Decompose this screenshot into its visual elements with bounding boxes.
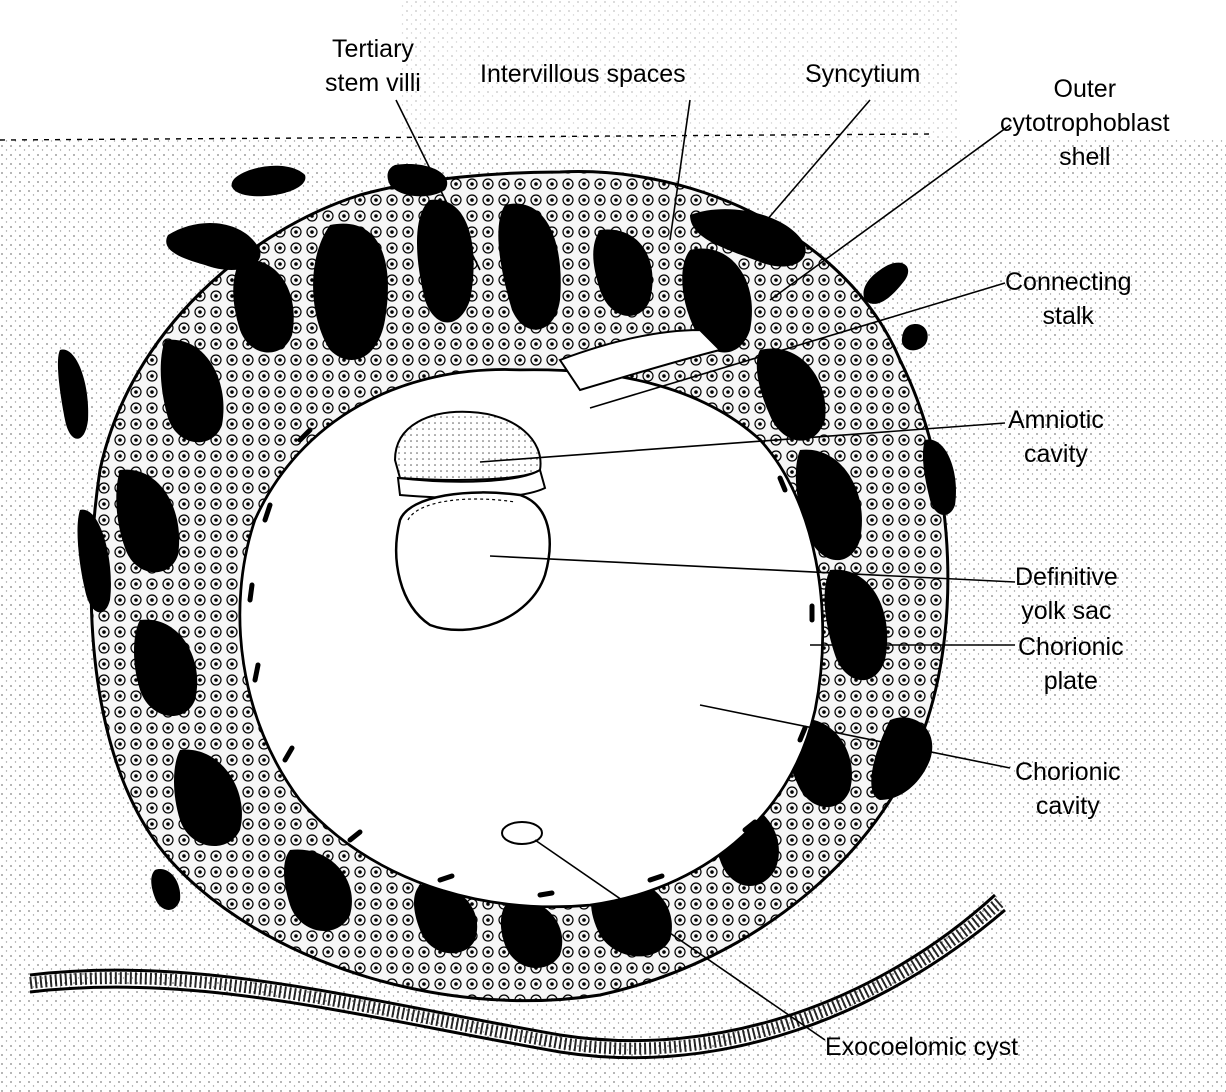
uterine-epithelium xyxy=(29,893,1006,1060)
label-tertiary-stem-villi: Tertiary stem villi xyxy=(325,35,421,97)
label-outer-cytotrophoblast-shell: Outer cytotrophoblast shell xyxy=(1000,75,1170,171)
label-chorionic-cavity: Chorionic cavity xyxy=(1015,758,1121,820)
chorionic-cavity xyxy=(238,368,824,908)
label-exocoelomic-cyst: Exocoelomic cyst xyxy=(825,1033,1019,1061)
label-intervillous-spaces: Intervillous spaces xyxy=(480,60,686,88)
label-connecting-stalk: Connecting stalk xyxy=(1005,268,1132,330)
definitive-yolk-sac xyxy=(395,491,551,632)
syncytium-blobs xyxy=(57,164,956,910)
leader-lines xyxy=(395,99,1016,1041)
exocoelomic-cyst xyxy=(501,821,543,845)
decidua-top-dashed-line xyxy=(0,133,931,141)
label-syncytium: Syncytium xyxy=(805,60,921,88)
connecting-stalk xyxy=(558,328,722,392)
label-amniotic-cavity: Amniotic cavity xyxy=(1008,406,1104,468)
label-chorionic-plate: Chorionic plate xyxy=(1018,633,1124,695)
intervillous-lacunae xyxy=(116,199,888,968)
chorionic-plate-mesoderm xyxy=(247,427,815,898)
label-definitive-yolk-sac: Definitive yolk sac xyxy=(1015,563,1118,625)
